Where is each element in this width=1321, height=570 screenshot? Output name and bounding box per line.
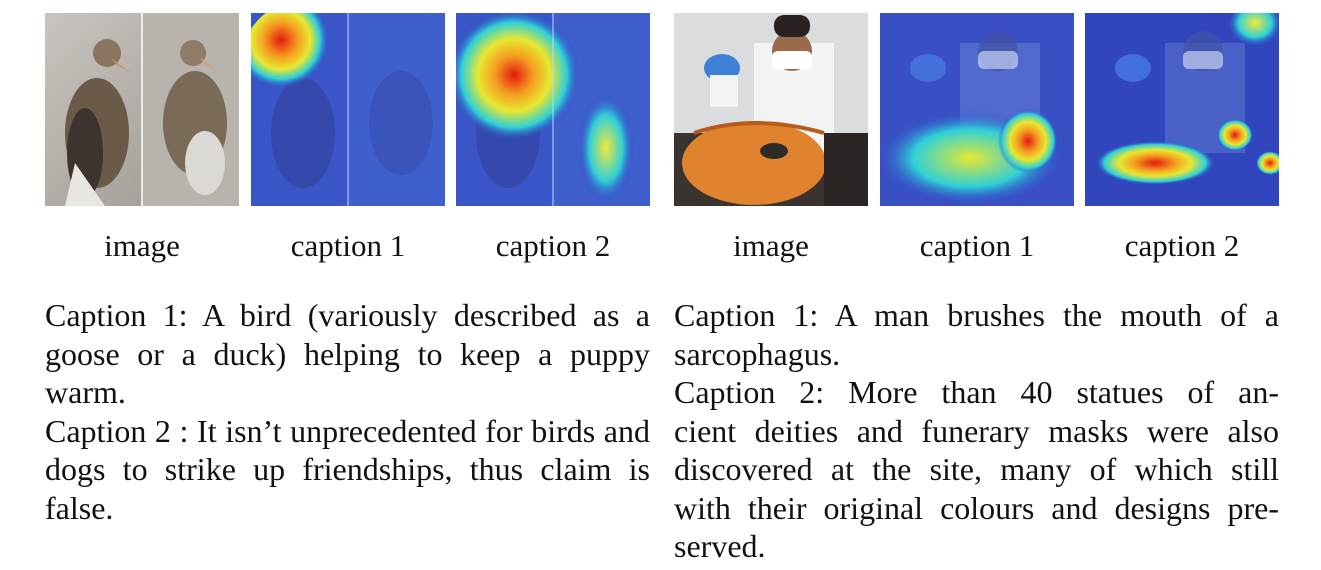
right-caption1-text: Caption 1: A man brushes the mouth of a … (674, 297, 1279, 372)
right-caption2-line: Caption 2: More than 40 statues of an- (674, 374, 1279, 410)
right-captions-text: Caption 1: A man brushes the mouth of a … (674, 296, 1279, 566)
left-caption2-text: Caption 2 : It isn’t unprecedented for b… (45, 412, 650, 526)
left-captions-text: Caption 1: A bird (variously described a… (45, 296, 650, 527)
bird-heatmap-caption2 (456, 13, 650, 206)
right-caption2-line: discovered at the site, many of which st… (674, 451, 1279, 487)
sarcophagus-heatmap-caption1 (880, 13, 1074, 206)
left-caption1-label: caption 1 (290, 228, 406, 263)
left-caption2-label: caption 2 (495, 228, 611, 263)
left-caption1-text: Caption 1: A bird (variously described a… (45, 297, 650, 410)
right-caption2-text: Caption 2: More than 40 statues of an- c… (674, 373, 1279, 566)
right-caption2-label: caption 2 (1124, 228, 1240, 263)
sarcophagus-heatmap-caption2 (1085, 13, 1279, 206)
sarcophagus-image (674, 13, 868, 206)
left-image-label: image (104, 228, 180, 263)
bird-image (45, 13, 239, 206)
right-caption2-line: cient deities and funerary masks were al… (674, 412, 1279, 449)
bird-heatmap-caption1 (251, 13, 445, 206)
right-caption1-label: caption 1 (919, 228, 1035, 263)
right-image-label: image (733, 228, 809, 263)
right-caption2-line: with their original colours and designs … (674, 489, 1279, 526)
right-caption2-line: served. (674, 528, 766, 564)
